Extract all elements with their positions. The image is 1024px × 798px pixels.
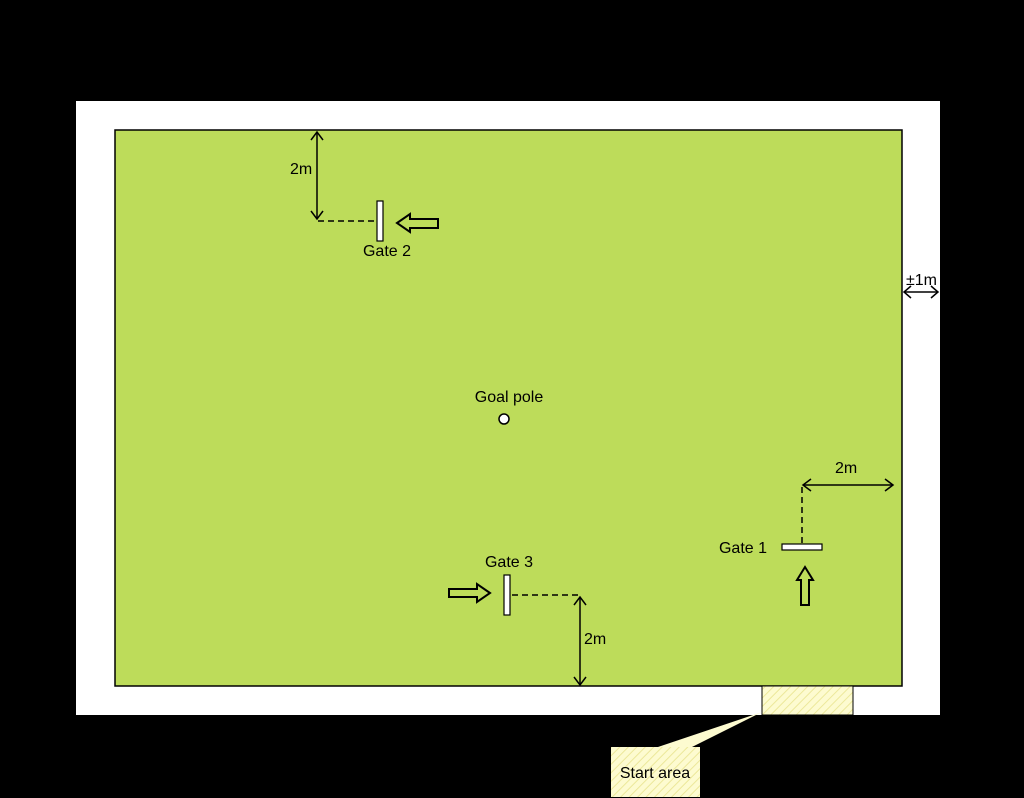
gate-2-dimension-arrow [310,130,324,221]
start-area-callout [611,747,700,797]
gate-3-dimension-arrow [573,595,587,687]
start-area-box [761,685,854,716]
start-area-label: Start area [620,765,690,782]
goal-pole-label: Goal pole [475,389,544,406]
gate-1-distance-label: 2m [835,460,857,477]
gate-3-label: Gate 3 [485,554,533,571]
start-area-callout-pointer [655,712,762,748]
gate-3-distance-label: 2m [584,631,606,648]
gate-1-direction-arrow [795,565,815,606]
gate-2-label: Gate 2 [363,243,411,260]
gate-2-direction-arrow [395,212,439,234]
border-width-label: ±1m [906,272,937,289]
gate-1 [781,543,823,551]
border-width-arrow [902,285,940,299]
gate-2-distance-label: 2m [290,161,312,178]
gate-2 [376,200,384,242]
gate-1-label: Gate 1 [719,540,767,557]
gate-3-direction-arrow [448,582,492,604]
goal-pole [498,413,510,425]
gate-3 [503,574,511,616]
gate-1-dimension-arrow [801,478,895,492]
